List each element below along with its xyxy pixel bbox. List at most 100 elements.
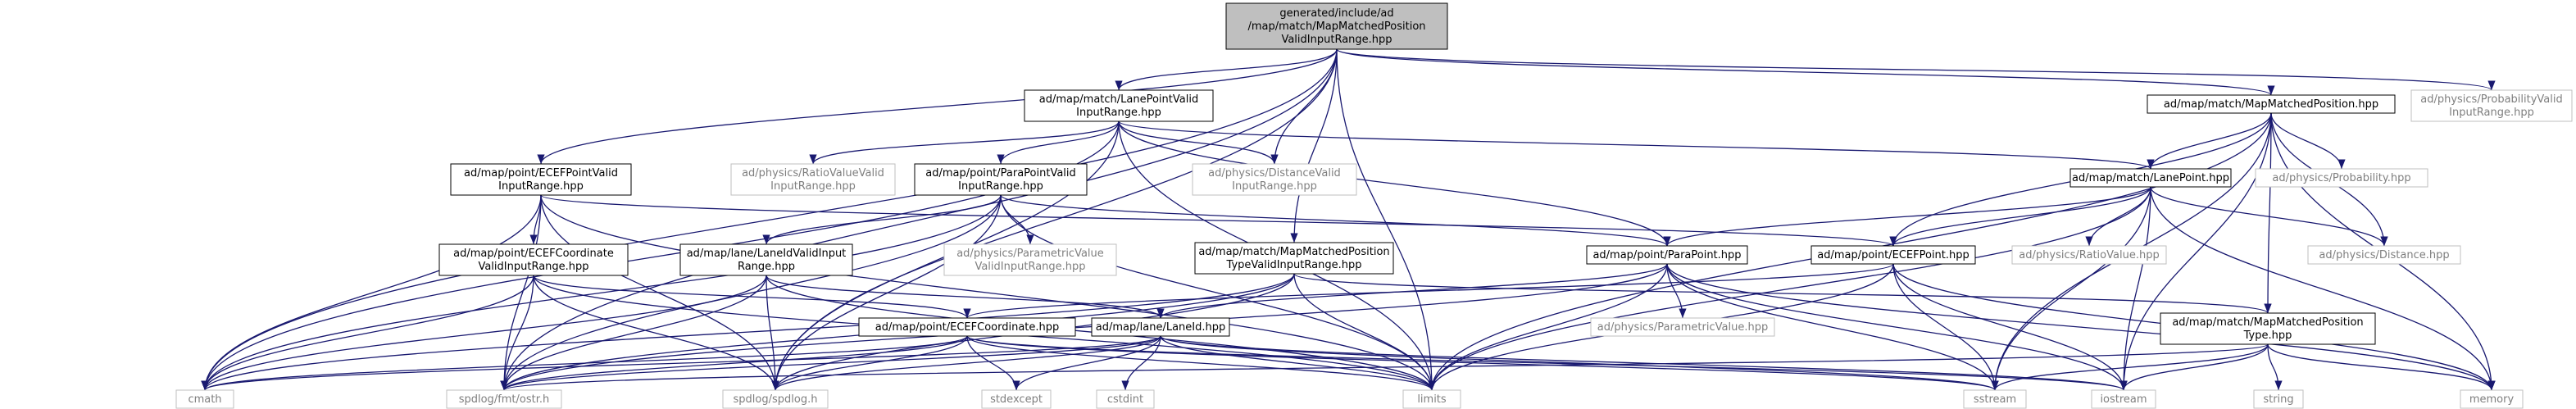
edge-laneidvalid-to-laneid bbox=[766, 275, 1165, 319]
edge-mmptype-to-ostr bbox=[501, 343, 2269, 391]
node-box bbox=[450, 163, 632, 196]
node-probabilityvalid: ad/physics/ProbabilityValidInputRange.hp… bbox=[2410, 89, 2573, 122]
node-box bbox=[730, 163, 896, 196]
edge-laneid-to-ostr bbox=[500, 335, 1161, 391]
node-spdlog: spdlog/spdlog.h bbox=[722, 389, 829, 409]
node-box bbox=[2253, 389, 2304, 409]
node-label-line: ad/physics/Probability.hpp bbox=[2272, 172, 2410, 184]
edge-lanepointvalid-to-lanepoint bbox=[1118, 120, 2155, 170]
edge-ecefcoordinate-to-cmath bbox=[201, 335, 968, 391]
edge-ecefcoordinate-to-sstream bbox=[966, 335, 1999, 391]
edge-root-to-lanepointvalid bbox=[1115, 48, 1338, 91]
edge-lanepointvalid-to-parapoint bbox=[1118, 120, 1671, 247]
node-ostr: spdlog/fmt/ostr.h bbox=[446, 389, 562, 409]
node-label-line: ad/map/point/ECEFCoordinate.hpp bbox=[875, 321, 1060, 334]
node-probability: ad/physics/Probability.hpp bbox=[2255, 168, 2428, 188]
node-box bbox=[679, 243, 853, 276]
edge-lanepointvalid-to-parapointvalid bbox=[997, 120, 1120, 165]
edge-lanepoint-to-distance bbox=[2150, 186, 2388, 247]
node-box bbox=[1096, 389, 1155, 409]
node-sstream: sstream bbox=[1963, 389, 2027, 409]
edge-ecefpointvalid-to-ecefpoint bbox=[540, 194, 1897, 247]
node-box bbox=[1091, 317, 1230, 337]
node-laneid[interactable]: ad/map/lane/LaneId.hpp bbox=[1091, 317, 1230, 337]
node-ecefcoordinate[interactable]: ad/map/point/ECEFCoordinate.hpp bbox=[858, 317, 1076, 337]
node-box bbox=[1192, 163, 1357, 196]
node-box bbox=[1194, 242, 1394, 275]
node-parapoint[interactable]: ad/map/point/ParaPoint.hpp bbox=[1586, 245, 1748, 265]
edge-mapmatchedposition-to-iostream bbox=[2119, 112, 2272, 391]
node-distance: ad/physics/Distance.hpp bbox=[2307, 245, 2461, 265]
node-ecefpoint[interactable]: ad/map/point/ECEFPoint.hpp bbox=[1810, 245, 1976, 265]
node-mapmatchedposition[interactable]: ad/map/match/MapMatchedPosition.hpp bbox=[2147, 94, 2396, 114]
edge-mmptype-to-string bbox=[2267, 343, 2283, 391]
node-parapointvalid[interactable]: ad/map/point/ParaPointValidInputRange.hp… bbox=[914, 163, 1088, 196]
edge-root-to-mmptypevalid bbox=[1290, 48, 1338, 243]
node-label-line: cmath bbox=[188, 393, 221, 406]
node-label-line: ad/map/point/ECEFPointValid bbox=[464, 167, 618, 180]
node-box bbox=[1963, 389, 2027, 409]
node-memory: memory bbox=[2460, 389, 2524, 409]
node-stdexcept: stdexcept bbox=[981, 389, 1052, 409]
node-box bbox=[446, 389, 562, 409]
edge-laneid-to-cstdint bbox=[1121, 335, 1161, 391]
node-box bbox=[2410, 89, 2573, 122]
node-mmptypevalid[interactable]: ad/map/match/MapMatchedPositionTypeValid… bbox=[1194, 242, 1394, 275]
node-label-line: ad/map/point/ECEFPoint.hpp bbox=[1817, 249, 1969, 261]
edge-root-to-ecefpointvalid bbox=[537, 48, 1338, 165]
node-parametricvalue: ad/physics/ParametricValue.hpp bbox=[1590, 317, 1775, 337]
edge-lanepointvalid-to-distancevalid bbox=[1118, 120, 1279, 165]
node-ecefpointvalid[interactable]: ad/map/point/ECEFPointValidInputRange.hp… bbox=[450, 163, 632, 196]
node-label-line: ad/physics/ParametricValue bbox=[956, 248, 1104, 260]
node-label-line: sstream bbox=[1974, 393, 2016, 406]
node-label-line: generated/include/ad bbox=[1279, 7, 1393, 20]
edge-mmptypevalid-to-limits bbox=[1293, 273, 1436, 391]
node-label-line: ValidInputRange.hpp bbox=[1281, 34, 1392, 46]
node-label-line: ad/map/match/LanePointValid bbox=[1039, 93, 1198, 106]
node-label-line: Range.hpp bbox=[738, 261, 795, 273]
node-ecefcoordvalid[interactable]: ad/map/point/ECEFCoordinateValidInputRan… bbox=[438, 243, 629, 276]
node-label-line: ad/map/match/MapMatchedPosition bbox=[1198, 246, 1389, 258]
edge-laneidvalid-to-ostr bbox=[500, 275, 767, 391]
edge-ecefpoint-to-ecefcoordinate bbox=[963, 263, 1894, 319]
node-box bbox=[858, 317, 1076, 337]
edge-parapointvalid-to-cmath bbox=[201, 194, 1002, 391]
node-box bbox=[2160, 312, 2376, 345]
edge-parapoint-to-parametricvalue bbox=[1666, 263, 1687, 319]
edge-mapmatchedposition-to-lanepoint bbox=[2147, 112, 2272, 170]
edge-parapoint-to-ostr bbox=[500, 263, 1668, 391]
edge-parapoint-to-memory bbox=[1666, 263, 2496, 391]
node-label-line: ad/map/lane/LaneId.hpp bbox=[1096, 321, 1225, 334]
edge-parapointvalid-to-parapoint bbox=[1000, 194, 1671, 247]
node-label-line: ad/physics/RatioValue.hpp bbox=[2019, 249, 2159, 261]
node-string: string bbox=[2253, 389, 2304, 409]
edge-lanepoint-to-ecefpoint bbox=[1889, 186, 2151, 247]
node-lanepointvalid[interactable]: ad/map/match/LanePointValidInputRange.hp… bbox=[1024, 89, 1214, 122]
node-iostream: iostream bbox=[2091, 389, 2156, 409]
node-lanepoint[interactable]: ad/map/match/LanePoint.hpp bbox=[2069, 168, 2232, 188]
node-label-line: limits bbox=[1417, 393, 1447, 406]
node-box bbox=[981, 389, 1052, 409]
node-box bbox=[943, 243, 1117, 276]
node-label-line: /map/match/MapMatchedPosition bbox=[1247, 20, 1425, 33]
edge-root-to-distancevalid bbox=[1270, 48, 1338, 165]
node-box bbox=[2147, 94, 2396, 114]
node-label-line: ValidInputRange.hpp bbox=[478, 261, 588, 273]
edge-ecefpointvalid-to-limits bbox=[540, 194, 1436, 391]
edge-laneidvalid-to-cmath bbox=[201, 275, 767, 391]
node-label-line: ad/map/lane/LaneIdValidInput bbox=[687, 248, 847, 260]
node-label-line: ad/map/point/ParaPointValid bbox=[925, 167, 1076, 180]
file-nodes: generated/include/ad/map/match/MapMatche… bbox=[175, 2, 2573, 409]
edge-mapmatchedposition-to-mmptype bbox=[2264, 112, 2272, 314]
edge-root-to-mapmatchedposition bbox=[1336, 48, 2275, 96]
edge-mmptype-to-sstream bbox=[1991, 343, 2269, 391]
node-label-line: Type.hpp bbox=[2243, 329, 2292, 342]
edge-lanepoint-to-memory bbox=[2150, 186, 2496, 391]
edge-laneid-to-iostream bbox=[1160, 335, 2128, 391]
edge-root-to-limits bbox=[1336, 48, 1436, 391]
node-root[interactable]: generated/include/ad/map/match/MapMatche… bbox=[1225, 2, 1448, 50]
edge-ecefcoordinate-to-spdlog bbox=[771, 335, 968, 391]
edge-ecefcoordvalid-to-cmath bbox=[201, 275, 534, 391]
